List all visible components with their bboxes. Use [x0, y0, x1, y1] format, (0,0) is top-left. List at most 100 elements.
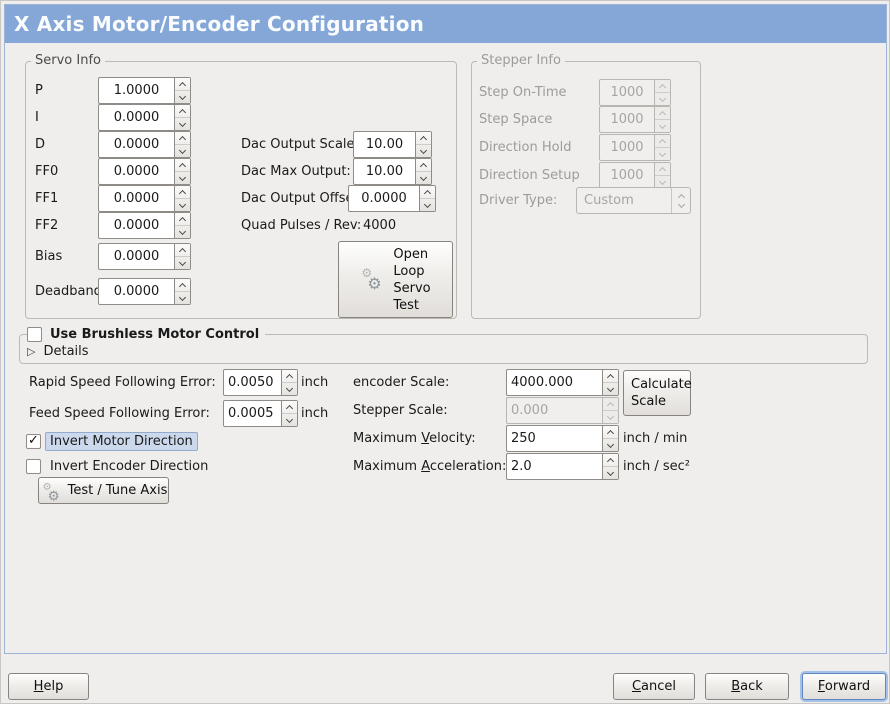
spin-down-icon[interactable] — [175, 291, 190, 304]
spin-value[interactable]: 250 — [511, 431, 536, 446]
dac-output-offset-spinbox[interactable]: 0.0000 — [348, 185, 436, 212]
spin-down-icon[interactable] — [175, 171, 190, 184]
spin-up-icon[interactable] — [416, 132, 431, 144]
spin-down-icon[interactable] — [282, 382, 297, 395]
forward-button[interactable]: Forward — [802, 673, 886, 700]
spin-down-icon[interactable] — [282, 413, 297, 426]
spin-buttons[interactable] — [415, 132, 431, 157]
spin-buttons[interactable] — [602, 426, 618, 451]
spin-down-icon[interactable] — [175, 225, 190, 238]
ff2-spinbox[interactable]: 0.0000 — [98, 212, 191, 239]
rapid-following-error-spinbox[interactable]: 0.0050 — [223, 369, 298, 396]
spin-value[interactable]: 0.0000 — [113, 137, 160, 152]
p-spinbox[interactable]: 1.0000 — [98, 77, 191, 104]
bias-spinbox[interactable]: 0.0000 — [98, 243, 191, 270]
spin-buttons[interactable] — [174, 78, 190, 103]
spin-up-icon[interactable] — [282, 370, 297, 382]
spin-up-icon[interactable] — [175, 213, 190, 225]
spin-buttons[interactable] — [602, 370, 618, 395]
deadband-spinbox[interactable]: 0.0000 — [98, 278, 191, 305]
invert-encoder-direction-row[interactable]: Invert Encoder Direction — [26, 456, 208, 476]
spin-buttons[interactable] — [174, 244, 190, 269]
spin-up-icon[interactable] — [175, 105, 190, 117]
dac-output-scale-spinbox[interactable]: 10.00 — [353, 131, 432, 158]
spin-up-icon[interactable] — [175, 78, 190, 90]
invert-motor-direction-row[interactable]: ✓ Invert Motor Direction — [26, 431, 198, 451]
spin-value[interactable]: 2.0 — [511, 459, 532, 474]
spin-buttons[interactable] — [281, 401, 297, 426]
spin-down-icon — [655, 119, 670, 132]
max-acceleration-spinbox[interactable]: 2.0 — [506, 453, 619, 480]
spin-value[interactable]: 0.0000 — [113, 284, 160, 299]
i-spinbox[interactable]: 0.0000 — [98, 104, 191, 131]
spin-up-icon[interactable] — [175, 186, 190, 198]
spin-value[interactable]: 0.0000 — [113, 191, 160, 206]
spin-buttons[interactable] — [281, 370, 297, 395]
spin-value[interactable]: 10.00 — [365, 137, 404, 152]
invert-encoder-checkbox[interactable] — [26, 458, 41, 474]
spin-up-icon[interactable] — [282, 401, 297, 413]
spin-value[interactable]: 10.00 — [365, 164, 404, 179]
invert-motor-checkbox[interactable]: ✓ — [26, 433, 41, 449]
spin-down-icon[interactable] — [420, 198, 435, 211]
back-button[interactable]: Back — [705, 673, 789, 700]
spin-buttons[interactable] — [174, 105, 190, 130]
spin-down-icon[interactable] — [175, 144, 190, 157]
spin-down-icon[interactable] — [175, 256, 190, 269]
test-tune-axis-button[interactable]: ⚙⚙ Test / Tune Axis — [38, 477, 169, 504]
spin-value[interactable]: 0.0000 — [113, 164, 160, 179]
dropdown-arrows-icon — [671, 188, 690, 213]
spin-buttons[interactable] — [174, 132, 190, 157]
spin-value[interactable]: 4000.000 — [511, 375, 574, 390]
encoder-scale-label: encoder Scale: — [353, 375, 450, 390]
spin-down-icon[interactable] — [175, 90, 190, 103]
spin-buttons[interactable] — [174, 279, 190, 304]
ff1-spinbox[interactable]: 0.0000 — [98, 185, 191, 212]
spin-buttons[interactable] — [602, 454, 618, 479]
details-expander[interactable]: ▷ Details — [27, 342, 89, 360]
spin-buttons[interactable] — [174, 213, 190, 238]
spin-down-icon[interactable] — [416, 144, 431, 157]
spin-up-icon — [655, 80, 670, 92]
spin-value[interactable]: 0.0050 — [228, 375, 274, 390]
spin-value[interactable]: 1.0000 — [113, 83, 160, 98]
spin-buttons[interactable] — [415, 159, 431, 184]
encoder-scale-spinbox[interactable]: 4000.000 — [506, 369, 619, 396]
dac-max-output-spinbox[interactable]: 10.00 — [353, 158, 432, 185]
spin-buttons[interactable] — [174, 159, 190, 184]
spin-up-icon[interactable] — [603, 426, 618, 438]
spin-buttons[interactable] — [419, 186, 435, 211]
spin-value[interactable]: 0.0005 — [228, 406, 274, 421]
spin-up-icon[interactable] — [175, 279, 190, 291]
spin-down-icon[interactable] — [603, 382, 618, 395]
spin-value[interactable]: 0.0000 — [113, 249, 160, 264]
spin-value[interactable]: 0.0000 — [113, 110, 160, 125]
spin-value[interactable]: 0.0000 — [361, 191, 407, 206]
spin-up-icon[interactable] — [175, 159, 190, 171]
spin-up-icon[interactable] — [416, 159, 431, 171]
spin-down-icon[interactable] — [175, 117, 190, 130]
help-button[interactable]: Help — [8, 673, 89, 700]
feed-following-error-spinbox[interactable]: 0.0005 — [223, 400, 298, 427]
spin-value[interactable]: 0.0000 — [113, 218, 160, 233]
ff0-spinbox[interactable]: 0.0000 — [98, 158, 191, 185]
use-brushless-motor-control-checkbox-row[interactable]: Use Brushless Motor Control — [27, 326, 266, 343]
spin-down-icon[interactable] — [416, 171, 431, 184]
spin-down-icon[interactable] — [175, 198, 190, 211]
d-spinbox[interactable]: 0.0000 — [98, 131, 191, 158]
open-loop-servo-test-button[interactable]: ⚙⚙ Open Loop Servo Test — [338, 241, 453, 318]
spin-up-icon[interactable] — [175, 132, 190, 144]
calculate-scale-button[interactable]: Calculate Scale — [623, 370, 692, 416]
max-velocity-spinbox[interactable]: 250 — [506, 425, 619, 452]
spin-up-icon[interactable] — [175, 244, 190, 256]
cancel-button[interactable]: Cancel — [613, 673, 695, 700]
spin-buttons[interactable] — [174, 186, 190, 211]
gears-icon: ⚙⚙ — [42, 480, 60, 504]
spin-down-icon[interactable] — [603, 466, 618, 479]
spin-down-icon[interactable] — [603, 438, 618, 451]
spin-up-icon[interactable] — [603, 370, 618, 382]
use-brushless-checkbox[interactable] — [27, 327, 42, 342]
spin-up-icon[interactable] — [420, 186, 435, 198]
spin-up-icon[interactable] — [603, 454, 618, 466]
